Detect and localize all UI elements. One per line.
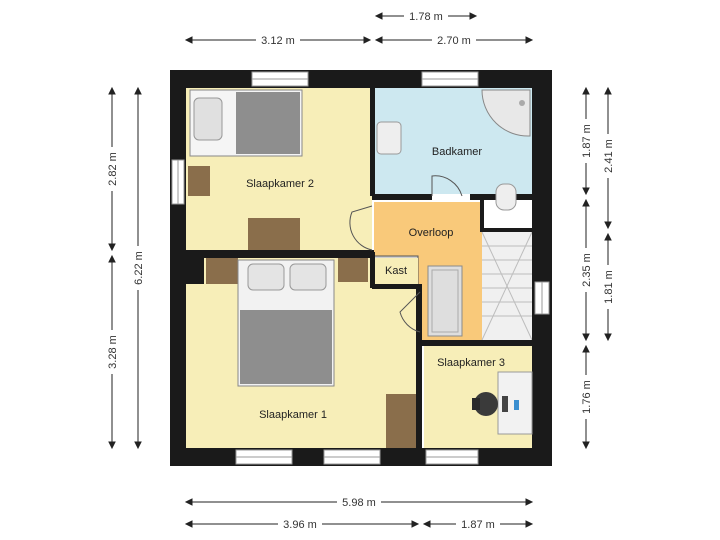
pillow-sk2	[193, 97, 223, 141]
label-overloop: Overloop	[409, 227, 454, 239]
sink-icon	[376, 121, 402, 155]
bed-sk2-cover	[236, 92, 300, 154]
shower-icon	[481, 89, 531, 137]
wall-bath-right-stub	[480, 196, 484, 232]
room-labels: Slaapkamer 2 Badkamer Overloop Kast Slaa…	[246, 146, 505, 421]
bathroom-fixtures	[376, 89, 531, 211]
wall-top	[170, 70, 552, 88]
dim-right-bath: 1.87 m	[581, 124, 593, 158]
monitor-icon	[502, 396, 508, 412]
slaapkamer-3-furniture	[472, 371, 533, 435]
door-sk2	[349, 205, 373, 251]
label-slaapkamer-1: Slaapkamer 1	[259, 409, 327, 421]
dim-left-upper: 2.82 m	[107, 152, 119, 186]
doors	[349, 175, 463, 333]
dim-right-bedroom3: 1.76 m	[581, 380, 593, 414]
dim-top-right: 2.70 m	[437, 35, 471, 47]
dim-left-total: 6.22 m	[133, 251, 145, 285]
dim-right-stairs: 1.81 m	[603, 270, 615, 304]
label-slaapkamer-2: Slaapkamer 2	[246, 178, 314, 190]
label-badkamer: Badkamer	[432, 146, 482, 158]
pillow-sk1-a	[247, 263, 285, 291]
dim-bottom-total: 5.98 m	[342, 497, 376, 509]
desk-sk2	[248, 218, 300, 250]
staircase	[481, 231, 533, 341]
desk-sk1	[386, 394, 416, 448]
nightstand-sk2	[188, 166, 210, 196]
dim-bottom-right: 1.87 m	[461, 519, 495, 531]
dim-left-lower: 3.28 m	[107, 335, 119, 369]
wall-sk1-right	[416, 284, 422, 448]
label-kast: Kast	[385, 265, 407, 277]
wall-sk2-right-low	[370, 252, 375, 288]
label-slaapkamer-3: Slaapkamer 3	[437, 357, 505, 369]
slaapkamer-1-furniture	[206, 258, 416, 448]
closet-sk1	[206, 258, 238, 284]
wall-bath-bottom	[372, 194, 432, 200]
wall-sk3-top	[420, 340, 532, 346]
wall-right	[532, 70, 552, 466]
cabinet-overloop	[427, 265, 463, 337]
landing-furniture	[427, 265, 463, 337]
dim-right-upper-total: 2.41 m	[603, 139, 615, 173]
wall-sk2-sk1	[186, 250, 374, 258]
door-bathroom	[431, 175, 463, 197]
dimension-labels: 1.78 m 3.12 m 2.70 m 2.82 m 3.28 m 6.22 …	[105, 9, 615, 531]
wall-stairs-top	[482, 228, 532, 232]
dim-bottom-left: 3.96 m	[283, 519, 317, 531]
nightstand-sk1	[338, 258, 368, 282]
windows	[171, 71, 550, 465]
dim-top-left: 3.12 m	[261, 35, 295, 47]
dim-right-middle: 2.35 m	[581, 253, 593, 287]
wall-bath-left	[370, 88, 375, 196]
toilet-icon	[495, 183, 517, 211]
pillow-sk1-b	[289, 263, 327, 291]
slaapkamer-2-furniture	[188, 89, 303, 250]
wall-closet-block	[186, 258, 204, 284]
wall-left	[170, 70, 186, 466]
dim-top-stairs: 1.78 m	[409, 11, 443, 23]
wall-kast-bottom	[372, 284, 420, 289]
bed-sk1-cover	[240, 310, 332, 384]
door-sk1	[399, 291, 421, 333]
